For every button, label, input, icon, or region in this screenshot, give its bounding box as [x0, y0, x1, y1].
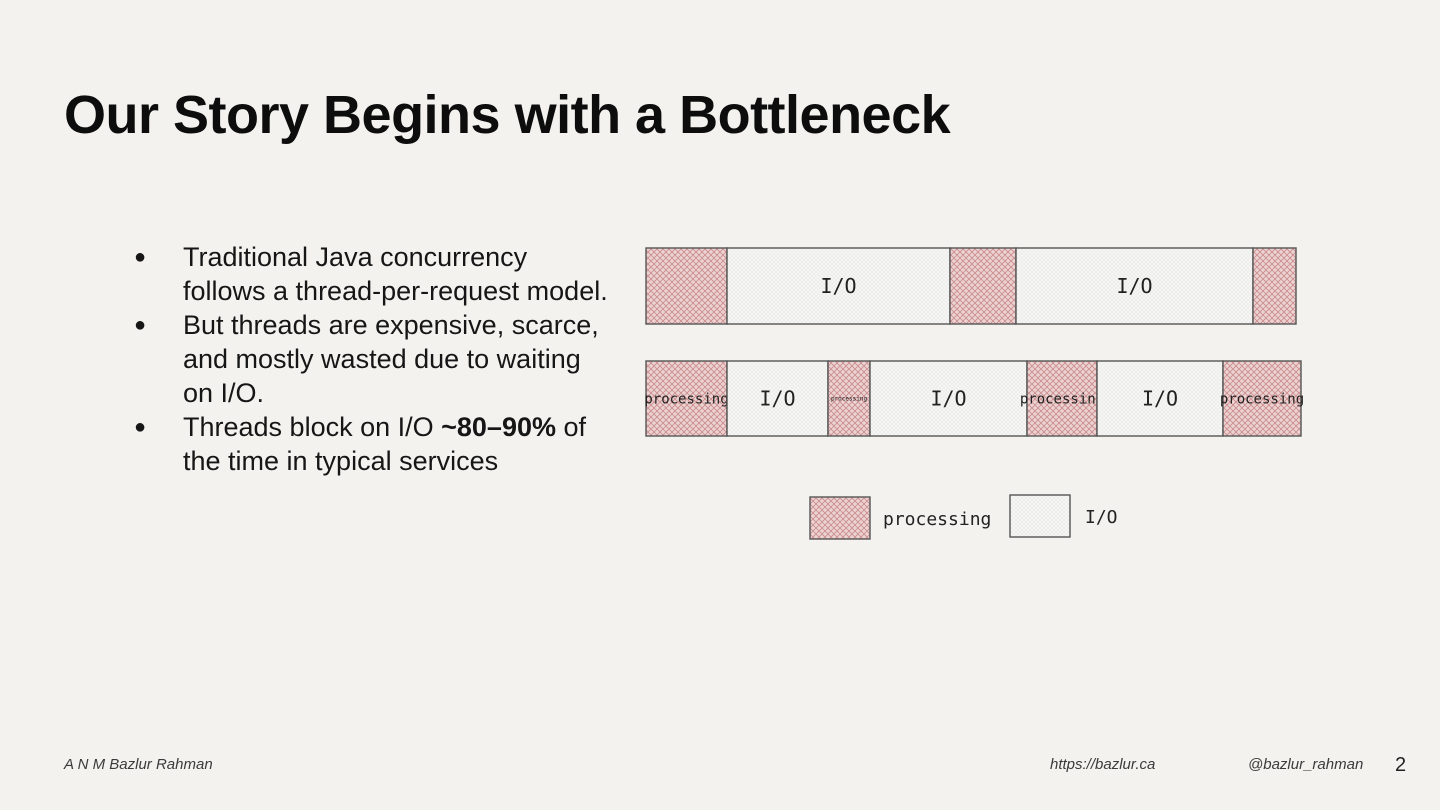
footer-author: A N M Bazlur Rahman	[64, 756, 213, 773]
bullet-item: ● Traditional Java concurrency follows a…	[130, 240, 610, 308]
io-segment	[869, 360, 1028, 437]
io-label: I/O	[1142, 387, 1178, 411]
footer-url[interactable]: https://bazlur.ca	[1050, 756, 1156, 773]
bullet-dot-icon: ●	[134, 416, 147, 438]
bullet-item: ● Threads block on I/O ~80–90% of the ti…	[130, 410, 610, 478]
processing-label: processing	[1220, 391, 1304, 407]
footer-handle: @bazlur_rahman	[1248, 756, 1364, 773]
io-label: I/O	[759, 387, 795, 411]
bullet-text: But threads are expensive, scarce, and m…	[183, 310, 599, 408]
io-segment	[726, 247, 951, 325]
timeline-row: I/O I/O	[645, 247, 1297, 325]
legend-io-swatch	[1009, 494, 1071, 538]
bullet-text: Threads block on I/O	[183, 412, 442, 442]
bullet-highlight: ~80–90%	[441, 412, 556, 442]
bullet-dot-icon: ●	[134, 246, 147, 268]
bullet-text: Traditional Java concurrency follows a t…	[183, 242, 608, 306]
bullet-list: ● Traditional Java concurrency follows a…	[130, 240, 610, 478]
processing-segment	[949, 247, 1017, 325]
io-segment	[1096, 360, 1224, 437]
processing-segment	[645, 247, 728, 325]
processing-label: processing	[831, 396, 868, 403]
page-number: 2	[1395, 754, 1407, 776]
processing-label: processing	[644, 391, 728, 407]
legend-io-label: I/O	[1085, 507, 1118, 528]
processing-segment	[1252, 247, 1297, 325]
legend-processing-swatch	[809, 496, 871, 540]
bullet-dot-icon: ●	[134, 314, 147, 336]
timeline-row: processing I/O processing I/O processing I/O p…	[644, 360, 1304, 437]
io-label: I/O	[820, 274, 856, 298]
io-label: I/O	[930, 387, 966, 411]
io-label: I/O	[1116, 274, 1152, 298]
legend-processing-label: processing	[883, 509, 991, 530]
bullet-text-after: of the time in typical services	[183, 412, 587, 476]
slide-title: Our Story Begins with a Bottleneck	[64, 85, 951, 145]
processing-label: processing	[1020, 391, 1104, 407]
processing-segment	[1026, 360, 1098, 437]
processing-segment	[1222, 360, 1302, 437]
bullet-item: ● But threads are expensive, scarce, and…	[130, 308, 610, 410]
processing-segment	[827, 360, 871, 437]
io-segment	[726, 360, 829, 437]
io-segment	[1015, 247, 1254, 325]
